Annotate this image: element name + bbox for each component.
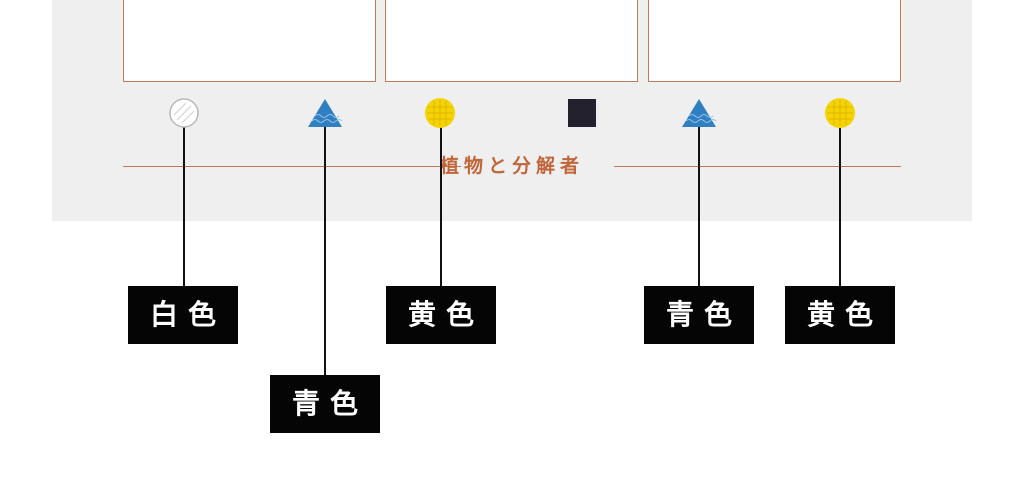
label-blue: 青色 <box>644 286 754 344</box>
connector-line <box>839 113 841 287</box>
label-blue: 青色 <box>270 375 380 433</box>
label-white: 白色 <box>128 286 238 344</box>
connector-line <box>440 113 442 287</box>
blue-triangle-icon <box>308 99 343 127</box>
label-yellow: 黄色 <box>386 286 496 344</box>
diagram-panel: 植物と分解者 <box>52 0 972 221</box>
yellow-circle-icon <box>425 98 455 128</box>
white-circle-icon <box>169 98 199 128</box>
section-title: 植物と分解者 <box>439 155 584 177</box>
divider-left <box>123 166 461 167</box>
connector-line <box>698 113 700 287</box>
label-yellow: 黄色 <box>785 286 895 344</box>
divider-right <box>614 166 901 167</box>
content-box-left <box>123 0 376 82</box>
yellow-circle-icon <box>825 98 855 128</box>
content-box-middle <box>385 0 638 82</box>
content-box-right <box>648 0 901 82</box>
black-square-icon <box>568 99 596 127</box>
connector-line <box>324 113 326 375</box>
connector-line <box>183 113 185 287</box>
blue-triangle-icon <box>682 99 717 127</box>
